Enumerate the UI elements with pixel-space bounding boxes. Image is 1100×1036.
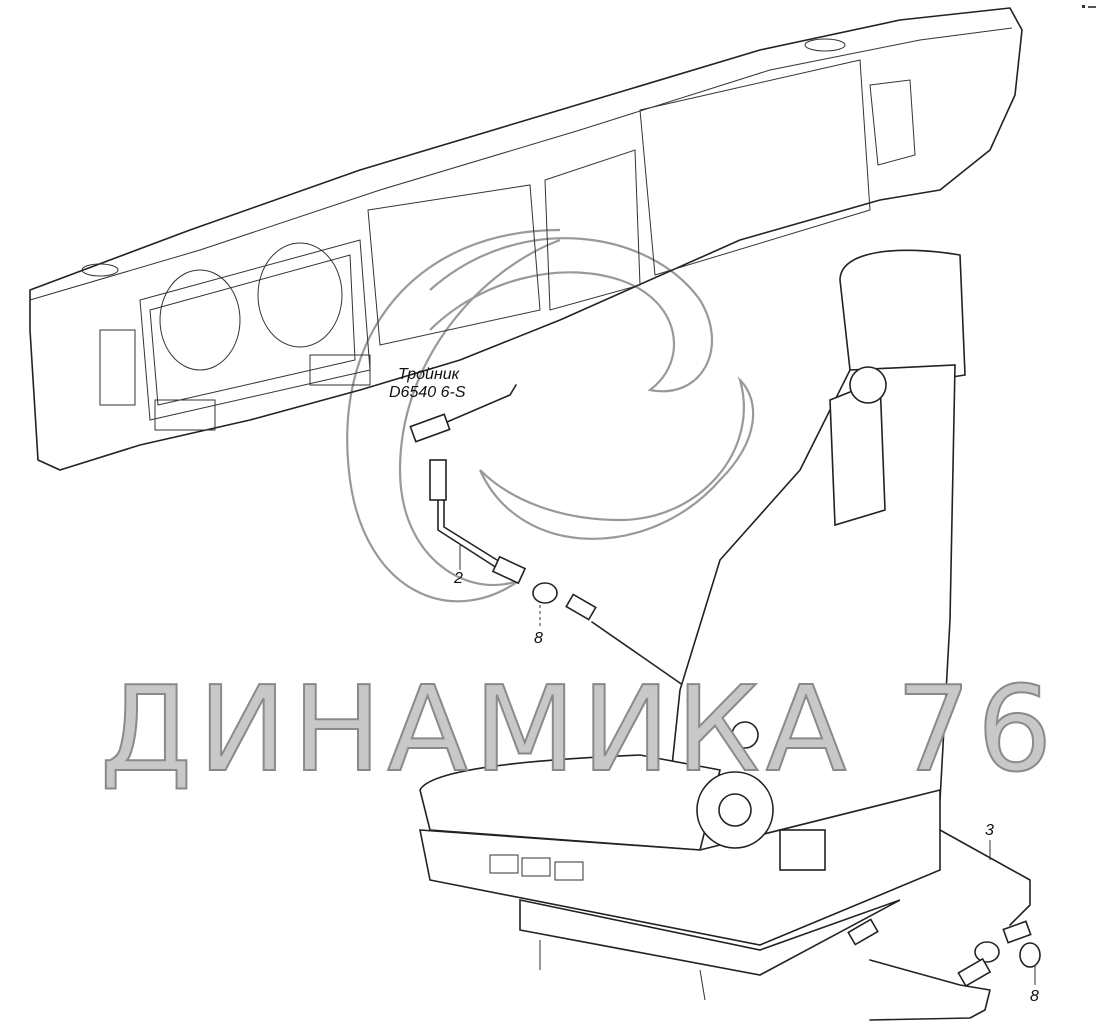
- corner-mark: [1082, 5, 1096, 8]
- pipe-assembly-3: [847, 829, 1041, 1021]
- callout-part-8-lower: 8: [1030, 988, 1039, 1005]
- watermark-text: ДИНАМИКА 76: [99, 659, 1059, 799]
- driver-seat: [419, 249, 966, 1001]
- watermark-logo: [346, 228, 755, 603]
- callout-tee-code: D6540 6-S: [389, 384, 466, 401]
- callout-part-3: 3: [985, 822, 994, 839]
- dashboard-panel: [29, 7, 1023, 471]
- callout-part-2: 2: [454, 570, 463, 587]
- callout-part-8-upper: 8: [534, 630, 543, 647]
- pipe-assembly-2: [409, 384, 691, 691]
- callout-tee-name: Тройник: [398, 366, 460, 383]
